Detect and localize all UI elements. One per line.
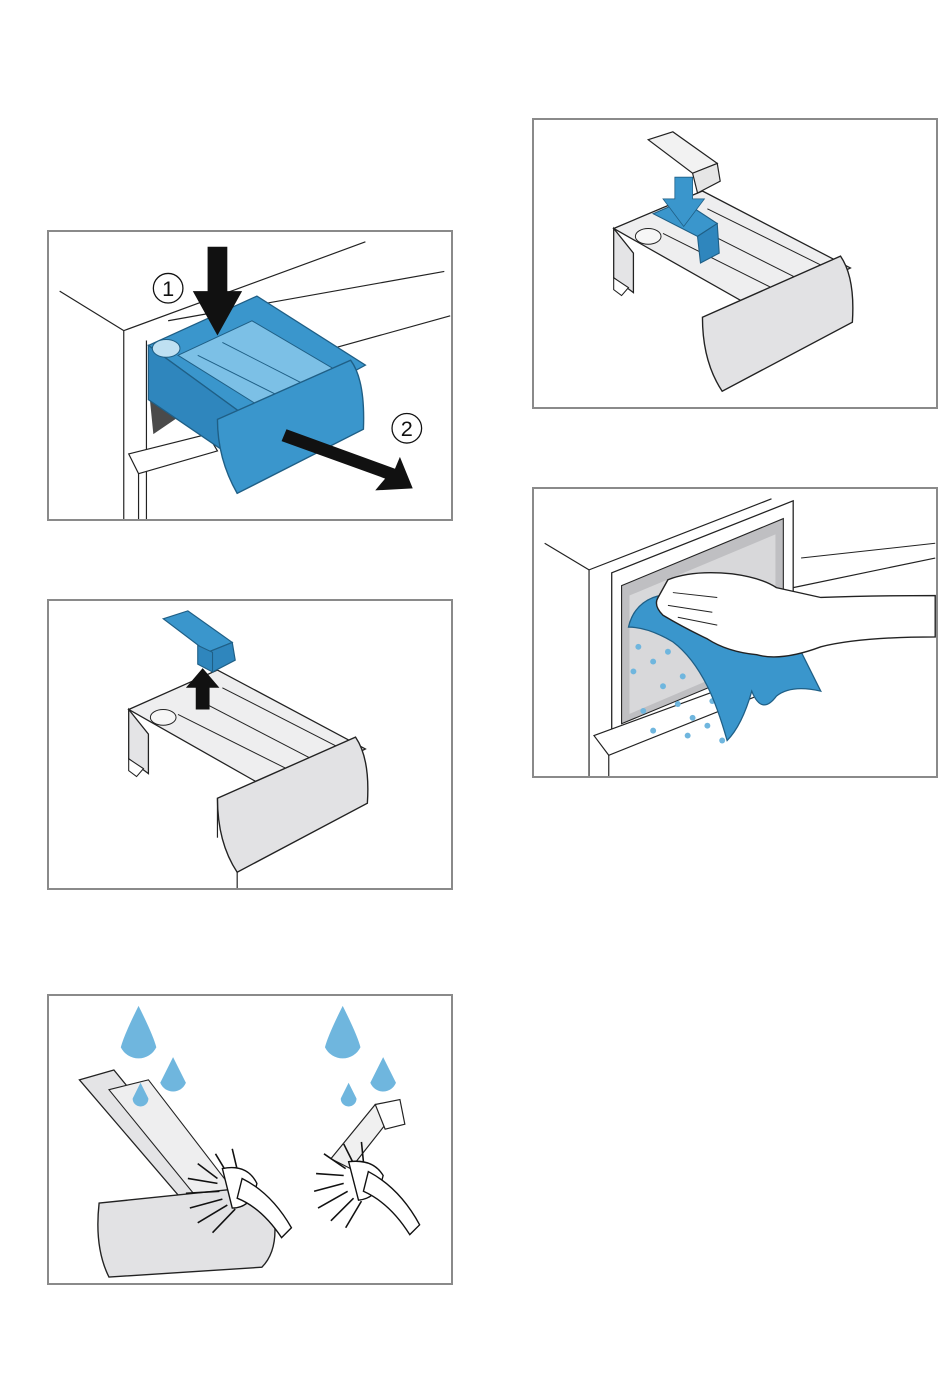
water-drop-icon bbox=[121, 1006, 157, 1059]
figure-remove-insert bbox=[47, 599, 453, 890]
figure-clean-with-brush bbox=[47, 994, 453, 1285]
water-drop-icon bbox=[341, 1083, 357, 1107]
step-2-label: 2 bbox=[401, 416, 413, 441]
figure-reinsert-insert bbox=[532, 118, 938, 409]
wipe-drawer-housing-illustration bbox=[534, 489, 936, 776]
step-1-label: 1 bbox=[162, 276, 174, 301]
reinsert-insert-illustration bbox=[534, 120, 936, 407]
water-drop-icon bbox=[370, 1057, 396, 1091]
water-drop-icon bbox=[325, 1006, 361, 1059]
figure-wipe-drawer-housing bbox=[532, 487, 938, 778]
remove-insert-illustration bbox=[49, 601, 451, 888]
water-drop-icon bbox=[160, 1057, 186, 1091]
clean-with-brush-illustration bbox=[49, 996, 451, 1283]
figure-remove-drawer: 1 2 bbox=[47, 230, 453, 521]
remove-drawer-illustration: 1 2 bbox=[49, 232, 451, 519]
